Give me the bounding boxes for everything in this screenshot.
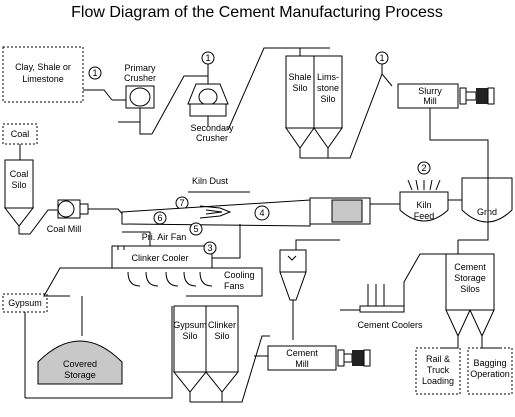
gypsum-clinker-silos: Gypsum Silo Clinker Silo [172, 305, 240, 402]
clinker-silo-label: Clinker [208, 320, 236, 330]
svg-text:Truck: Truck [427, 365, 450, 375]
marker-4: 4 [259, 208, 264, 218]
svg-text:1: 1 [379, 53, 384, 63]
clay-shale-label: Clay, Shale or [15, 62, 71, 72]
marker-1a: 1 [88, 66, 102, 80]
cement-coolers-label: Cement Coolers [357, 320, 423, 330]
clinker-cooler: Clinker Cooler 3 [111, 224, 241, 269]
clinker-cooler-label: Clinker Cooler [131, 253, 188, 263]
slurry-mill-label: Slurry [418, 86, 442, 96]
bagging-label: Bagging [473, 358, 506, 368]
marker-1b: 1 [205, 53, 210, 63]
cement-mill: Cement Mill [254, 345, 371, 371]
svg-text:1: 1 [92, 68, 97, 78]
marker-7: 7 [175, 196, 189, 210]
cement-coolers: Cement Coolers [340, 253, 452, 330]
cyclone-hopper [279, 239, 340, 340]
svg-text:Crusher: Crusher [196, 133, 228, 143]
svg-text:6: 6 [157, 213, 162, 223]
cooling-fans-label: Cooling [224, 270, 255, 280]
covered-storage-label: Covered [63, 359, 97, 369]
coal-label: Coal [11, 129, 30, 139]
coal-mill: Coal Mill [47, 199, 127, 234]
limestone-label: Limestone [22, 74, 64, 84]
svg-text:Silo: Silo [182, 331, 197, 341]
svg-text:Silo: Silo [292, 83, 307, 93]
rail-truck-label: Rail & [426, 354, 450, 364]
svg-text:Mill: Mill [295, 359, 309, 369]
bagging-operation: Bagging Operation [467, 347, 513, 395]
svg-text:5: 5 [193, 224, 198, 234]
clay-shale-limestone-box: Clay, Shale or Limestone [2, 46, 84, 103]
marker-1c: 1 [375, 51, 389, 65]
secondary-crusher: 1 Secondary Crusher [187, 51, 234, 143]
svg-text:Fans: Fans [224, 281, 245, 291]
gypsum-box: Gypsum [2, 293, 48, 313]
pri-air-fan-label: Pri. Air Fan [142, 232, 187, 242]
svg-text:Silo: Silo [11, 180, 26, 190]
svg-text:7: 7 [179, 198, 184, 208]
svg-text:Loading: Loading [422, 376, 454, 386]
kiln-dust-label: Kiln Dust [192, 176, 229, 186]
primary-crusher: Primary Crusher [112, 63, 156, 135]
cement-mill-label: Cement [286, 348, 318, 358]
grind-tank: Grnd [448, 177, 513, 223]
svg-text:Mill: Mill [423, 96, 437, 106]
svg-text:Feed: Feed [414, 211, 435, 221]
gypsum-silo-label: Gypsum [173, 320, 207, 330]
svg-text:stone: stone [317, 83, 339, 93]
coal-box: Coal [2, 123, 38, 145]
covered-storage: Covered Storage [25, 296, 173, 399]
cement-storage-label: Cement [454, 262, 486, 272]
shale-limestone-silos: Shale Silo Lims- stone Silo [285, 48, 343, 158]
coal-silo: Coal Silo [3, 159, 35, 234]
gypsum-label: Gypsum [8, 298, 42, 308]
cement-storage-silos: Cement Storage Silos [440, 178, 500, 349]
svg-text:Silo: Silo [214, 331, 229, 341]
secondary-crusher-label: Secondary [190, 123, 234, 133]
kiln-feed-label: Kiln [416, 200, 431, 210]
svg-text:Storage: Storage [64, 370, 96, 380]
marker-5: 5 [189, 222, 203, 236]
svg-text:Operation: Operation [470, 369, 510, 379]
rotary-kiln: 4 [121, 197, 371, 227]
limestone-silo-label: Lims- [317, 72, 339, 82]
cooling-fans: Cooling Fans [127, 270, 255, 291]
slurry-mill: Slurry Mill [397, 83, 495, 178]
coal-silo-label: Coal [10, 169, 29, 179]
rail-truck-loading: Rail & Truck Loading [415, 347, 461, 395]
diagram-title: Flow Diagram of the Cement Manufacturing… [71, 4, 443, 21]
svg-text:Silos: Silos [460, 284, 480, 294]
grind-label: Grnd [477, 207, 497, 217]
primary-crusher-label: Primary [125, 63, 156, 73]
svg-text:Crusher: Crusher [124, 73, 156, 83]
coal-mill-label: Coal Mill [47, 224, 82, 234]
svg-text:Storage: Storage [454, 273, 486, 283]
marker-3: 3 [207, 243, 212, 253]
kiln-feed: 2 Kiln Feed [370, 161, 449, 222]
marker-6: 6 [153, 211, 167, 225]
shale-silo-label: Shale [288, 72, 311, 82]
svg-text:Silo: Silo [320, 94, 335, 104]
marker-2: 2 [421, 163, 426, 173]
